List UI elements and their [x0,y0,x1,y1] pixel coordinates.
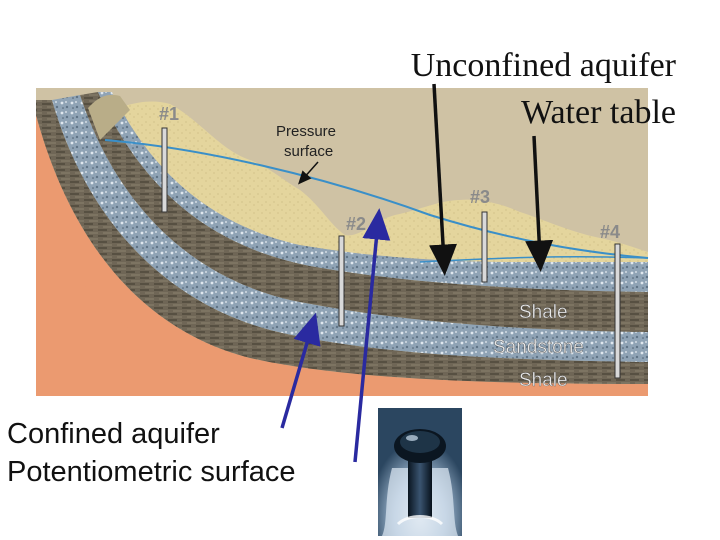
pressure-surface-pointer [298,161,319,185]
confined-aquifer-label: Confined aquifer [7,418,220,450]
pressure-surface-label-line1: Pressure [276,123,336,140]
confined-aquifer-layer [52,95,648,362]
well-label-4: #4 [600,222,620,242]
unconfined-aquifer-label: Unconfined aquifer [410,47,676,84]
well-3 [481,211,488,283]
potentiometric-surface-arrow [353,208,391,463]
water-table-arrow [525,135,554,272]
well-label-2: #2 [346,214,366,234]
layer-label-shale-lower: Shale [519,370,568,391]
orange-rock-layer [36,130,648,396]
well-4 [614,243,621,379]
sand-surface-layer [112,92,648,262]
well-label-3: #3 [470,187,490,207]
well-label-1: #1 [159,104,179,124]
upper-shale-layer [80,92,648,332]
hilltop [88,94,130,140]
pressure-surface-line [104,139,649,259]
layer-label-sandstone: Sandstone [493,337,584,358]
unconfined-aquifer-arrow [429,83,457,276]
well-2 [338,235,345,327]
unconfined-aquifer-layer [98,92,648,292]
well-1 [161,127,168,213]
pressure-surface-label-line2: surface [284,143,333,160]
lower-shale-layer [36,100,648,384]
confined-aquifer-arrow [280,312,321,429]
water-table-label: Water table [521,94,676,131]
potentiometric-surface-label: Potentiometric surface [7,456,296,488]
artesian-well-photo [378,408,462,536]
layer-label-shale-upper: Shale [519,302,568,323]
